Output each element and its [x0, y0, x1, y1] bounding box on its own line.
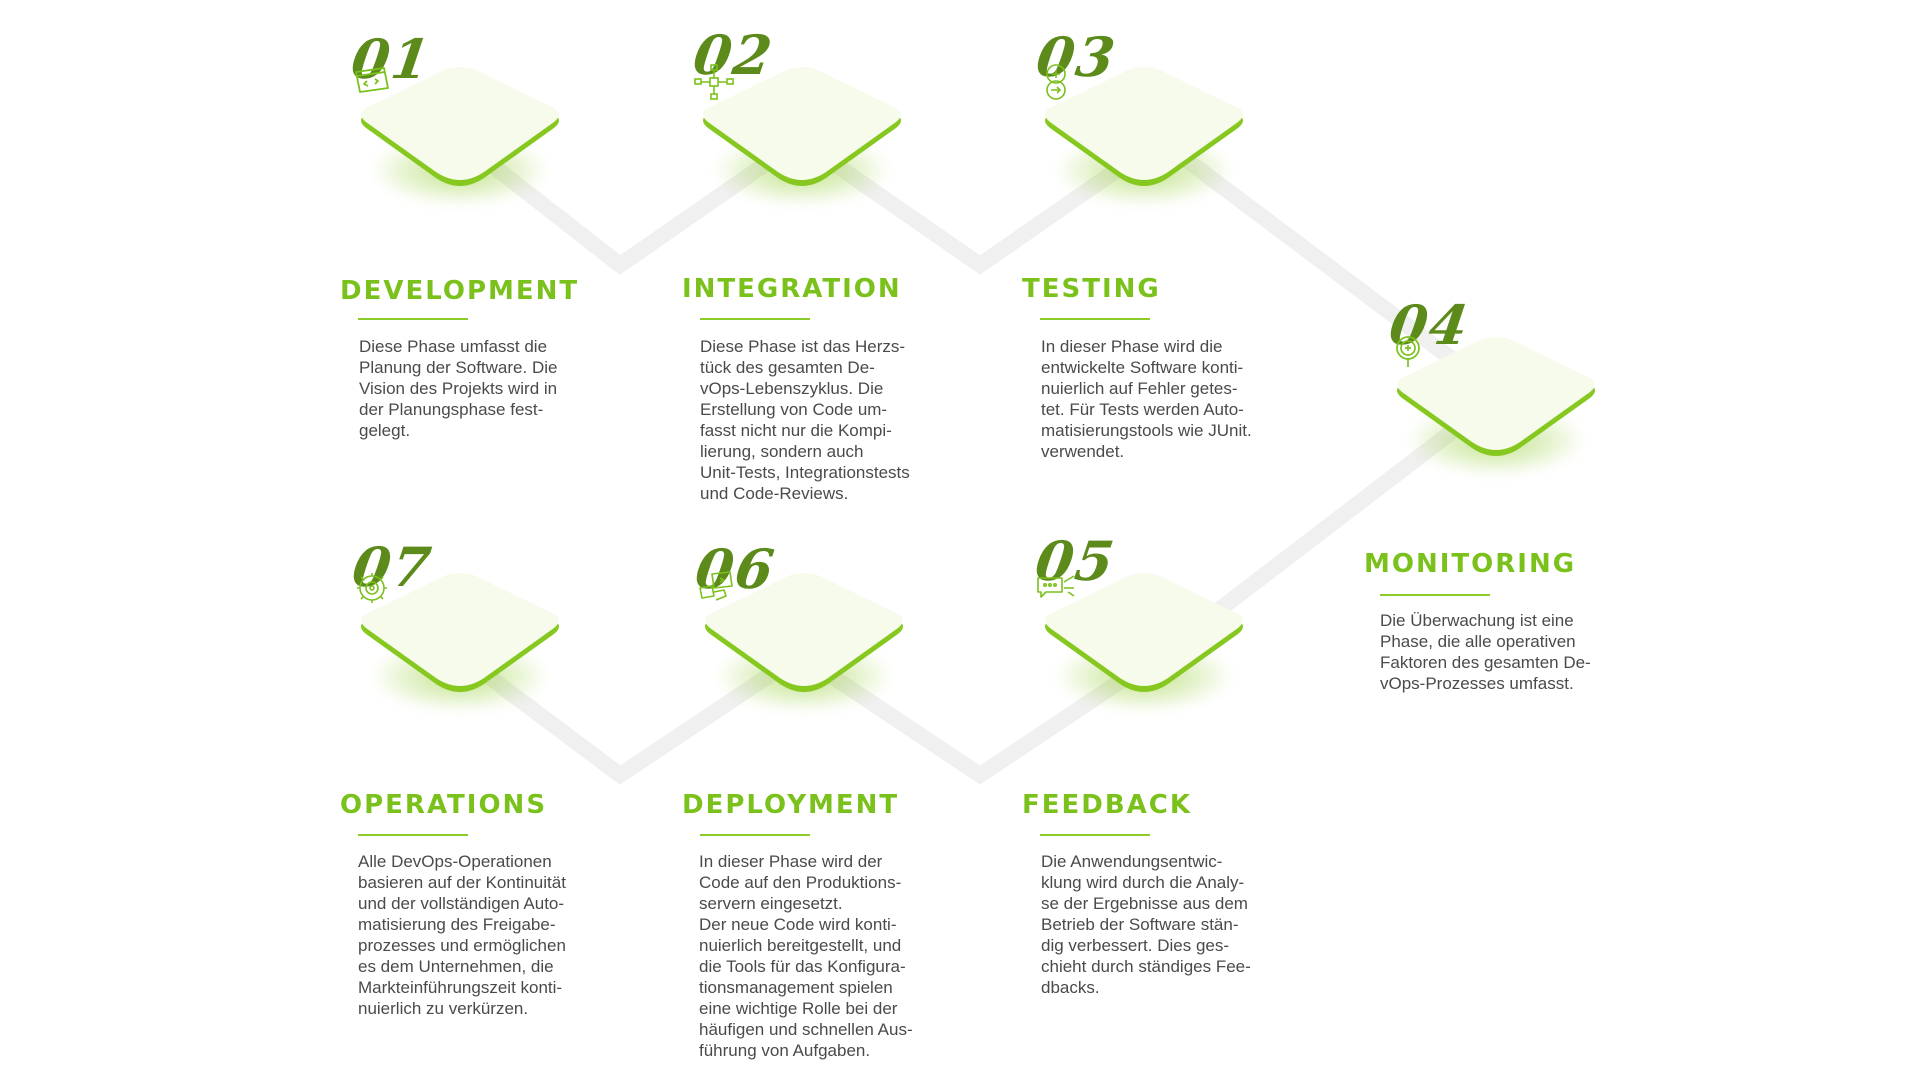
title-underline — [700, 834, 810, 836]
phase-title: DEVELOPMENT — [340, 276, 580, 306]
phase-description: Alle DevOps-Operationen basieren auf der… — [358, 852, 566, 1018]
phase-description: Die Anwendungsentwic- klung wird durch d… — [1041, 852, 1251, 997]
test-check-icon — [1046, 64, 1066, 100]
code-window-icon — [355, 67, 389, 93]
title-underline — [1380, 594, 1490, 596]
phase-title: FEEDBACK — [1022, 790, 1193, 820]
phase-title: TESTING — [1022, 274, 1161, 304]
title-underline — [1040, 318, 1150, 320]
phase-tile — [350, 568, 570, 728]
phase-description: In dieser Phase wird die entwickelte Sof… — [1041, 337, 1252, 461]
title-underline — [358, 318, 468, 320]
phase-title: DEPLOYMENT — [682, 790, 900, 820]
deploy-hand-icon — [699, 571, 733, 601]
phase-title: OPERATIONS — [340, 790, 548, 820]
chat-feedback-icon — [1037, 575, 1075, 598]
phase-tile — [350, 62, 570, 222]
magnifier-icon — [1396, 336, 1420, 367]
phase-title: INTEGRATION — [682, 274, 902, 304]
phase-tile — [694, 568, 914, 728]
network-nodes-icon — [694, 64, 734, 100]
phase-title: MONITORING — [1364, 549, 1577, 579]
phase-description: Diese Phase umfasst die Planung der Soft… — [359, 337, 558, 440]
title-underline — [358, 834, 468, 836]
phase-description: Die Überwachung ist eine Phase, die alle… — [1380, 611, 1591, 693]
phase-tile — [1386, 332, 1606, 492]
phase-tile — [1034, 568, 1254, 728]
gear-cycle-icon — [357, 573, 387, 603]
phase-description: Diese Phase ist das Herzs- tück des gesa… — [700, 337, 910, 503]
phase-tile — [692, 62, 912, 222]
title-underline — [1040, 834, 1150, 836]
phase-tile — [1034, 62, 1254, 222]
title-underline — [700, 318, 810, 320]
phase-description: In dieser Phase wird der Code auf den Pr… — [699, 852, 913, 1060]
